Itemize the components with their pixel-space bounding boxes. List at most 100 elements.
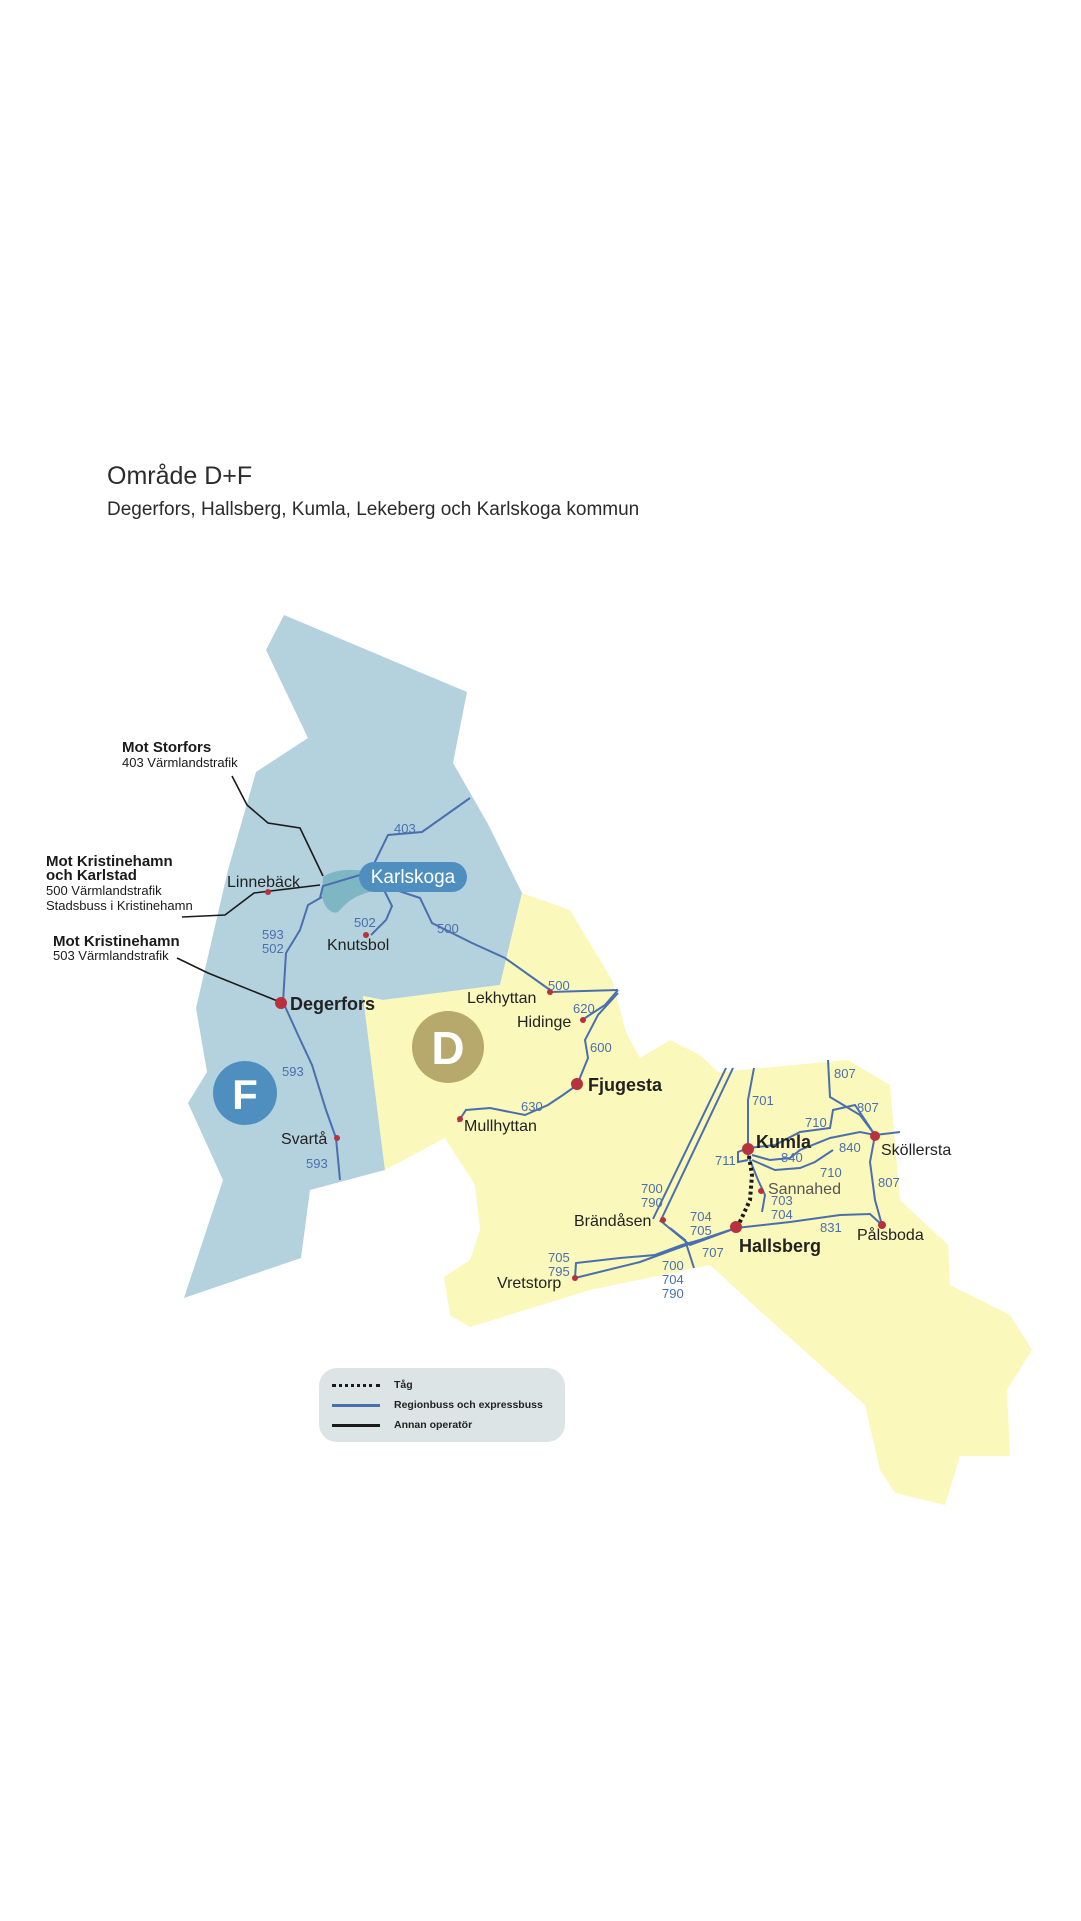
label-sannahed: Sannahed xyxy=(768,1181,841,1198)
ext-kk-title-1: Mot Kristinehamn xyxy=(46,853,173,870)
legend-train-label: Tåg xyxy=(394,1379,413,1391)
route-707: 707 xyxy=(702,1245,724,1260)
route-711: 711 xyxy=(715,1153,736,1168)
line-620 xyxy=(581,989,619,1021)
place-labels: Linnebäck Knutsbol Degerfors Svartå Lekh… xyxy=(227,874,951,1292)
svg-text:F: F xyxy=(232,1071,258,1118)
legend-row-other-operator: Annan operatör xyxy=(332,1418,472,1432)
route-number-labels: 403 500 502 593 502 593 593 500 620 600 … xyxy=(262,821,900,1301)
label-kumla: Kumla xyxy=(756,1132,812,1152)
route-403: 403 xyxy=(394,821,416,836)
ext-kk-detail-1: 500 Värmlandstrafik xyxy=(46,883,162,898)
dot-sannahed xyxy=(758,1188,764,1194)
line-807-north xyxy=(827,1059,876,1136)
map-header: Område D+F Degerfors, Hallsberg, Kumla, … xyxy=(107,462,639,521)
line-807-south xyxy=(868,1134,883,1226)
legend-other-swatch xyxy=(332,1423,380,1427)
line-403 xyxy=(369,797,471,873)
line-840-b xyxy=(751,1130,876,1162)
area-f-region xyxy=(184,615,522,1298)
route-593-b: 593 xyxy=(282,1064,304,1079)
route-600: 600 xyxy=(590,1040,612,1055)
dot-skollersta xyxy=(870,1131,880,1141)
line-710-b xyxy=(751,1149,834,1172)
line-to-storfors xyxy=(231,775,324,877)
label-fjugesta: Fjugesta xyxy=(588,1075,663,1095)
route-500-b: 500 xyxy=(548,978,570,993)
label-knutsbol: Knutsbol xyxy=(327,937,389,954)
svg-text:D: D xyxy=(431,1022,464,1074)
route-710-a: 710 xyxy=(805,1115,827,1130)
route-705-a: 705 xyxy=(690,1223,712,1238)
route-807-a: 807 xyxy=(834,1066,856,1081)
label-svarta: Svartå xyxy=(281,1130,327,1148)
label-vretstorp: Vretstorp xyxy=(497,1275,561,1292)
route-704-c: 704 xyxy=(662,1272,684,1287)
karlskoga-label: Karlskoga xyxy=(359,862,467,892)
external-destinations: Mot Storfors 403 Värmlandstrafik Mot Kri… xyxy=(46,739,238,963)
route-500-a: 500 xyxy=(437,921,459,936)
route-620: 620 xyxy=(573,1001,595,1016)
line-500-lekhyttan xyxy=(549,989,619,993)
legend-row-train: Tåg xyxy=(332,1378,413,1392)
page-subtitle: Degerfors, Hallsberg, Kumla, Lekeberg oc… xyxy=(107,499,640,520)
dot-degerfors xyxy=(275,997,287,1009)
dot-fjugesta xyxy=(571,1078,583,1090)
ext-kristinehamn-title: Mot Kristinehamn xyxy=(53,933,180,950)
route-701: 701 xyxy=(752,1093,774,1108)
line-vretstorp-hallsberg xyxy=(574,1227,737,1279)
line-593-south xyxy=(282,1001,341,1181)
ext-kk-detail-2: Stadsbuss i Kristinehamn xyxy=(46,898,193,913)
line-to-kristinehamn-karlstad xyxy=(181,884,321,918)
legend-train-swatch xyxy=(332,1383,380,1387)
route-502-a: 502 xyxy=(354,915,376,930)
line-701 xyxy=(747,1067,755,1148)
ext-storfors-detail: 403 Värmlandstrafik xyxy=(122,755,238,770)
label-hallsberg: Hallsberg xyxy=(739,1236,821,1256)
map-legend: Tåg Regionbuss och expressbuss Annan ope… xyxy=(319,1368,565,1442)
line-710-840-a xyxy=(747,1103,876,1149)
dot-knutsbol xyxy=(363,932,369,938)
route-790-b: 790 xyxy=(662,1286,684,1301)
legend-row-regional-bus: Regionbuss och expressbuss xyxy=(332,1398,543,1412)
label-brandasen: Brändåsen xyxy=(574,1212,651,1230)
dot-kumla xyxy=(742,1143,754,1155)
line-parallel-b xyxy=(652,1067,727,1220)
dot-lekhyttan xyxy=(547,989,553,995)
area-d-region xyxy=(363,893,1032,1505)
label-linneback: Linnebäck xyxy=(227,874,301,891)
route-502-b: 502 xyxy=(262,941,284,956)
route-795: 795 xyxy=(548,1264,570,1279)
route-700-a: 700 xyxy=(641,1181,663,1196)
line-703-704 xyxy=(747,1154,767,1213)
route-790-a: 790 xyxy=(641,1195,663,1210)
route-705-b: 705 xyxy=(548,1250,570,1265)
line-parallel-a xyxy=(659,1067,734,1223)
label-hidinge: Hidinge xyxy=(517,1014,571,1031)
dot-vretstorp xyxy=(572,1275,578,1281)
route-840-a: 840 xyxy=(781,1150,803,1165)
town-dots xyxy=(265,889,886,1281)
line-630 xyxy=(457,1084,578,1123)
line-karlskoga-linneback xyxy=(319,871,371,899)
line-705-795 xyxy=(574,1239,701,1279)
route-831: 831 xyxy=(820,1220,842,1235)
ext-kristinehamn-detail: 503 Värmlandstrafik xyxy=(53,948,169,963)
other-operator-lines xyxy=(176,775,324,1003)
line-500-karlskoga-lekhyttan xyxy=(389,887,551,991)
route-704-a: 704 xyxy=(771,1207,793,1222)
label-palsboda: Pålsboda xyxy=(857,1226,924,1244)
dot-brandasen xyxy=(660,1217,666,1223)
line-to-kristinehamn xyxy=(176,957,281,1003)
route-630: 630 xyxy=(521,1099,543,1114)
route-593-c: 593 xyxy=(306,1156,328,1171)
dot-hidinge xyxy=(580,1017,586,1023)
dot-svarta xyxy=(334,1135,340,1141)
line-karlskoga-knutsbol xyxy=(370,889,394,936)
label-skollersta: Sköllersta xyxy=(881,1142,951,1159)
dot-palsboda xyxy=(878,1221,886,1229)
regional-bus-lines xyxy=(282,797,901,1279)
train-kumla-hallsberg xyxy=(736,1149,755,1227)
svg-text:Karlskoga: Karlskoga xyxy=(371,867,456,888)
